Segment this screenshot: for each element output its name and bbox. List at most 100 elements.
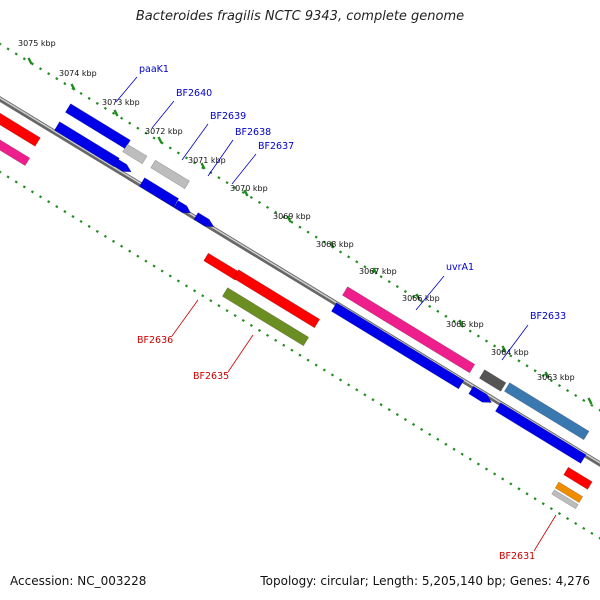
major-tick [27,57,33,65]
scale-tick [266,205,270,209]
scale-tick [79,219,83,224]
scale-tick [136,254,140,258]
label-leader [181,123,209,161]
gene-block-BF2637 [173,200,192,214]
map-title: Bacteroides fragilis NCTC 9343, complete… [135,9,465,24]
label-leader [533,514,557,552]
scale-tick [193,289,197,293]
scale-tick [184,156,189,160]
gene-block-BF2635 [221,287,310,347]
scale-tick [541,374,545,378]
scale-tick [403,417,407,422]
scale-tick [120,116,124,120]
scale-tick [598,536,600,540]
scale-tick [241,190,245,195]
gene-block-BF2631 [563,466,593,490]
scale-label: 3073 kbp [102,98,140,107]
scale-tick [290,220,294,224]
gene-block-BF2638 [138,177,180,208]
scale-tick [411,422,416,427]
scale-tick [314,235,318,239]
major-tick [200,162,206,170]
scale-tick [87,96,91,100]
scale-tick [55,205,59,209]
major-tick [113,109,119,117]
scale-tick [517,359,521,363]
scale-tick [63,210,67,214]
scale-tick [395,413,399,417]
gene-label: BF2635 [193,371,229,382]
scale-tick [468,329,472,333]
scale-tick [63,82,67,86]
scale-tick [355,388,359,392]
scale-tick [541,502,545,506]
scale-tick [452,319,456,323]
scale-tick [582,526,586,530]
scale-tick [103,234,107,238]
scale-tick [338,250,343,254]
scale-tick [460,452,464,456]
gene-label: BF2640 [176,88,212,99]
scale-label: 3066 kbp [402,294,440,303]
scale-tick [411,294,416,299]
scale-tick [298,353,302,357]
scale-tick [493,472,497,476]
gene-block-pink [0,139,31,167]
scale-tick [347,383,351,387]
scale-tick [436,309,440,313]
gene-block-BF2631-c [551,489,579,510]
scale-label: 3075 kbp [18,39,56,48]
scale-label: 3067 kbp [359,267,397,276]
major-tick [70,83,76,91]
scale-tick [87,224,91,228]
scale-tick [38,195,43,199]
scale-tick [14,52,18,56]
scale-tick [549,507,553,511]
gene-block-red [0,112,41,147]
gene-label: uvrA1 [446,262,474,273]
scale-tick [249,195,253,200]
scale-tick [14,180,18,184]
scale-label: 3072 kbp [145,127,183,136]
gene-block-BF2639 [150,159,190,190]
scale-tick [47,200,51,204]
major-tick [329,241,335,249]
scale-tick [347,255,351,259]
scale-tick [266,333,270,337]
scale-tick [590,531,594,535]
scale-tick [363,265,367,269]
scale-tick [379,403,383,407]
scale-tick [574,521,578,526]
scale-tick [395,285,399,289]
label-leader [227,334,254,373]
scale-tick [6,47,10,51]
scale-tick [533,369,537,373]
scale-label: 3071 kbp [188,156,226,165]
scale-tick [176,151,180,155]
scale-tick [193,161,197,165]
scale-tick [241,318,245,323]
scale-tick [176,279,180,283]
scale-tick [6,175,10,179]
scale-label: 3074 kbp [59,69,97,78]
scale-tick [79,91,83,96]
scale-tick [55,77,59,81]
scale-tick [566,388,570,393]
scale-tick [501,349,505,353]
scale-tick [128,249,132,253]
gene-label: BF2638 [235,127,271,138]
scale-tick [557,512,562,516]
scale-tick [533,497,537,501]
scale-tick [217,176,221,180]
major-tick [587,397,593,405]
gene-block-gray [478,369,507,392]
scale-tick [22,185,26,189]
label-leader [415,275,445,311]
major-tick [501,345,507,353]
scale-tick [71,215,75,219]
scale-tick [322,368,326,372]
scale-tick [476,334,480,338]
scale-tick [257,328,262,332]
scale-label: 3065 kbp [446,320,484,329]
